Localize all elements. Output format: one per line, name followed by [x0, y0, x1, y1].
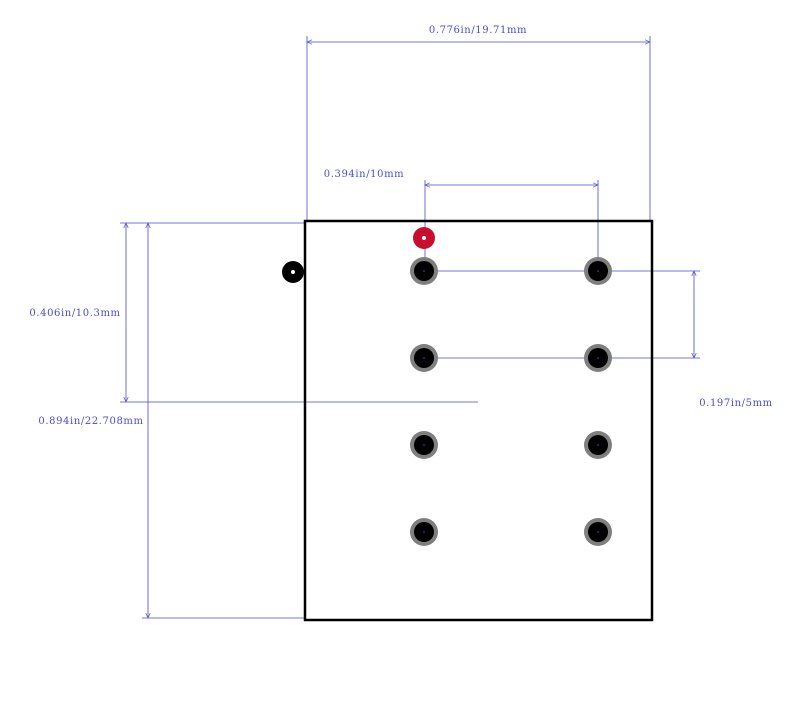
- pin1-to-center-label: 0.406in/10.3mm: [29, 308, 120, 319]
- pin-spacing-x-label: 0.394in/10mm: [324, 169, 405, 180]
- overall-width-dimension: 0.776in/19.71mm: [307, 25, 650, 222]
- pad-1: [410, 257, 438, 285]
- pad-grid: [410, 257, 612, 546]
- pad-4: [584, 344, 612, 372]
- pad-8: [584, 518, 612, 546]
- pin1-to-center-dimension: 0.406in/10.3mm: [29, 223, 478, 402]
- pad-3: [410, 344, 438, 372]
- pad-6: [584, 431, 612, 459]
- pin-pitch-y-dimension: 0.197in/5mm: [425, 271, 773, 409]
- pin1-marker-icon: [413, 227, 435, 249]
- pad-2: [584, 257, 612, 285]
- pin-spacing-x-dimension: 0.394in/10mm: [324, 169, 598, 272]
- orientation-dot-icon: [282, 261, 304, 283]
- pad-5: [410, 431, 438, 459]
- overall-width-label: 0.776in/19.71mm: [429, 25, 527, 36]
- pad-7: [410, 518, 438, 546]
- component-outline: [303, 219, 654, 622]
- overall-height-dimension: 0.894in/22.708mm: [38, 223, 306, 618]
- overall-height-label: 0.894in/22.708mm: [38, 416, 143, 427]
- pin-pitch-y-label: 0.197in/5mm: [699, 398, 773, 409]
